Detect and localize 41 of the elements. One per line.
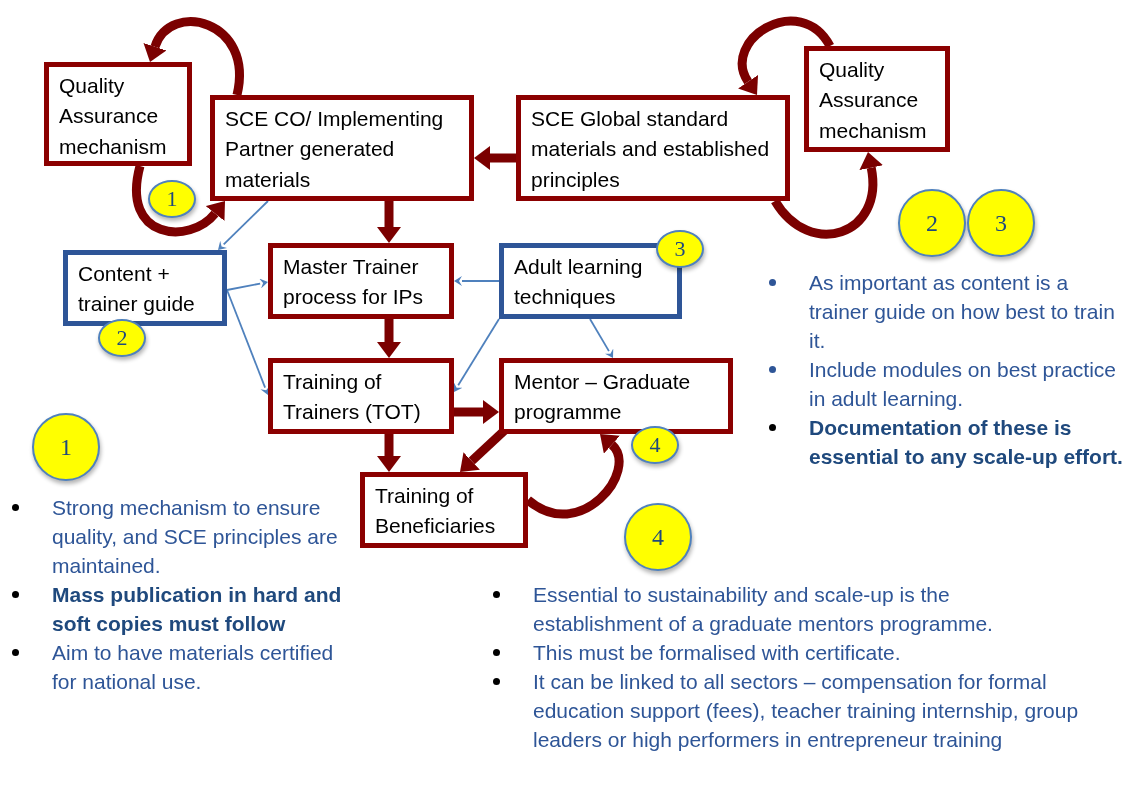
process-box: Quality Assurance mechanism <box>804 46 950 152</box>
bullet-text: As important as content is a trainer guide on how best to train it. <box>809 270 1116 354</box>
arrow <box>454 400 499 424</box>
number-badge: 3 <box>656 230 704 268</box>
process-box: Master Trainer process for IPs <box>268 243 454 319</box>
arrow <box>377 434 401 472</box>
bullet-text: Strong mechanism to ensure quality, and SCE principles are maintained. <box>52 495 339 579</box>
arrow <box>474 146 516 170</box>
arrow <box>226 289 270 395</box>
arrow <box>144 17 244 96</box>
bullet-text: Include modules on best practice in adult learning. <box>809 357 1117 412</box>
process-box: Mentor – Graduate programme <box>499 358 733 434</box>
bullet-text: Aim to have materials certified for national use. <box>52 640 335 695</box>
number-badge: 1 <box>148 180 196 218</box>
bullet-text: Essential to sustainability and scale-up is the establishment of a graduate mentors programme. <box>533 582 994 637</box>
number-badge: 2 <box>898 189 966 257</box>
arrow <box>218 200 269 250</box>
arrow <box>377 319 401 358</box>
arrow <box>737 16 834 97</box>
process-box: Training of Trainers (TOT) <box>268 358 454 434</box>
process-box: SCE Global standard materials and established principles <box>516 95 790 201</box>
number-badge: 1 <box>32 413 100 481</box>
number-badge: 4 <box>624 503 692 571</box>
arrow <box>226 278 268 291</box>
arrow <box>453 318 500 392</box>
number-badge: 3 <box>967 189 1035 257</box>
bullet-text: Mass publication in hard and soft copies must follow <box>52 582 343 637</box>
arrow <box>132 165 227 237</box>
arrow <box>377 201 401 243</box>
bullet-text: This must be formalised with certificate. <box>533 640 902 666</box>
bullet-text: Documentation of these is essential to any scale-up effort. <box>809 415 1124 470</box>
process-box: SCE CO/ Implementing Partner generated materials <box>210 95 474 201</box>
arrow <box>771 151 884 239</box>
process-box: Content + trainer guide <box>63 250 227 326</box>
number-badge: 2 <box>98 319 146 357</box>
arrow <box>454 276 500 286</box>
process-box: Training of Beneficiaries <box>360 472 528 548</box>
arrow <box>589 318 614 358</box>
number-badge: 4 <box>631 426 679 464</box>
bullet-text: It can be linked to all sectors – compensation for formal education support (fees), teacher training internship, group leaders or high performers in entrepreneur training <box>533 669 1079 753</box>
process-box: Quality Assurance mechanism <box>44 62 192 166</box>
